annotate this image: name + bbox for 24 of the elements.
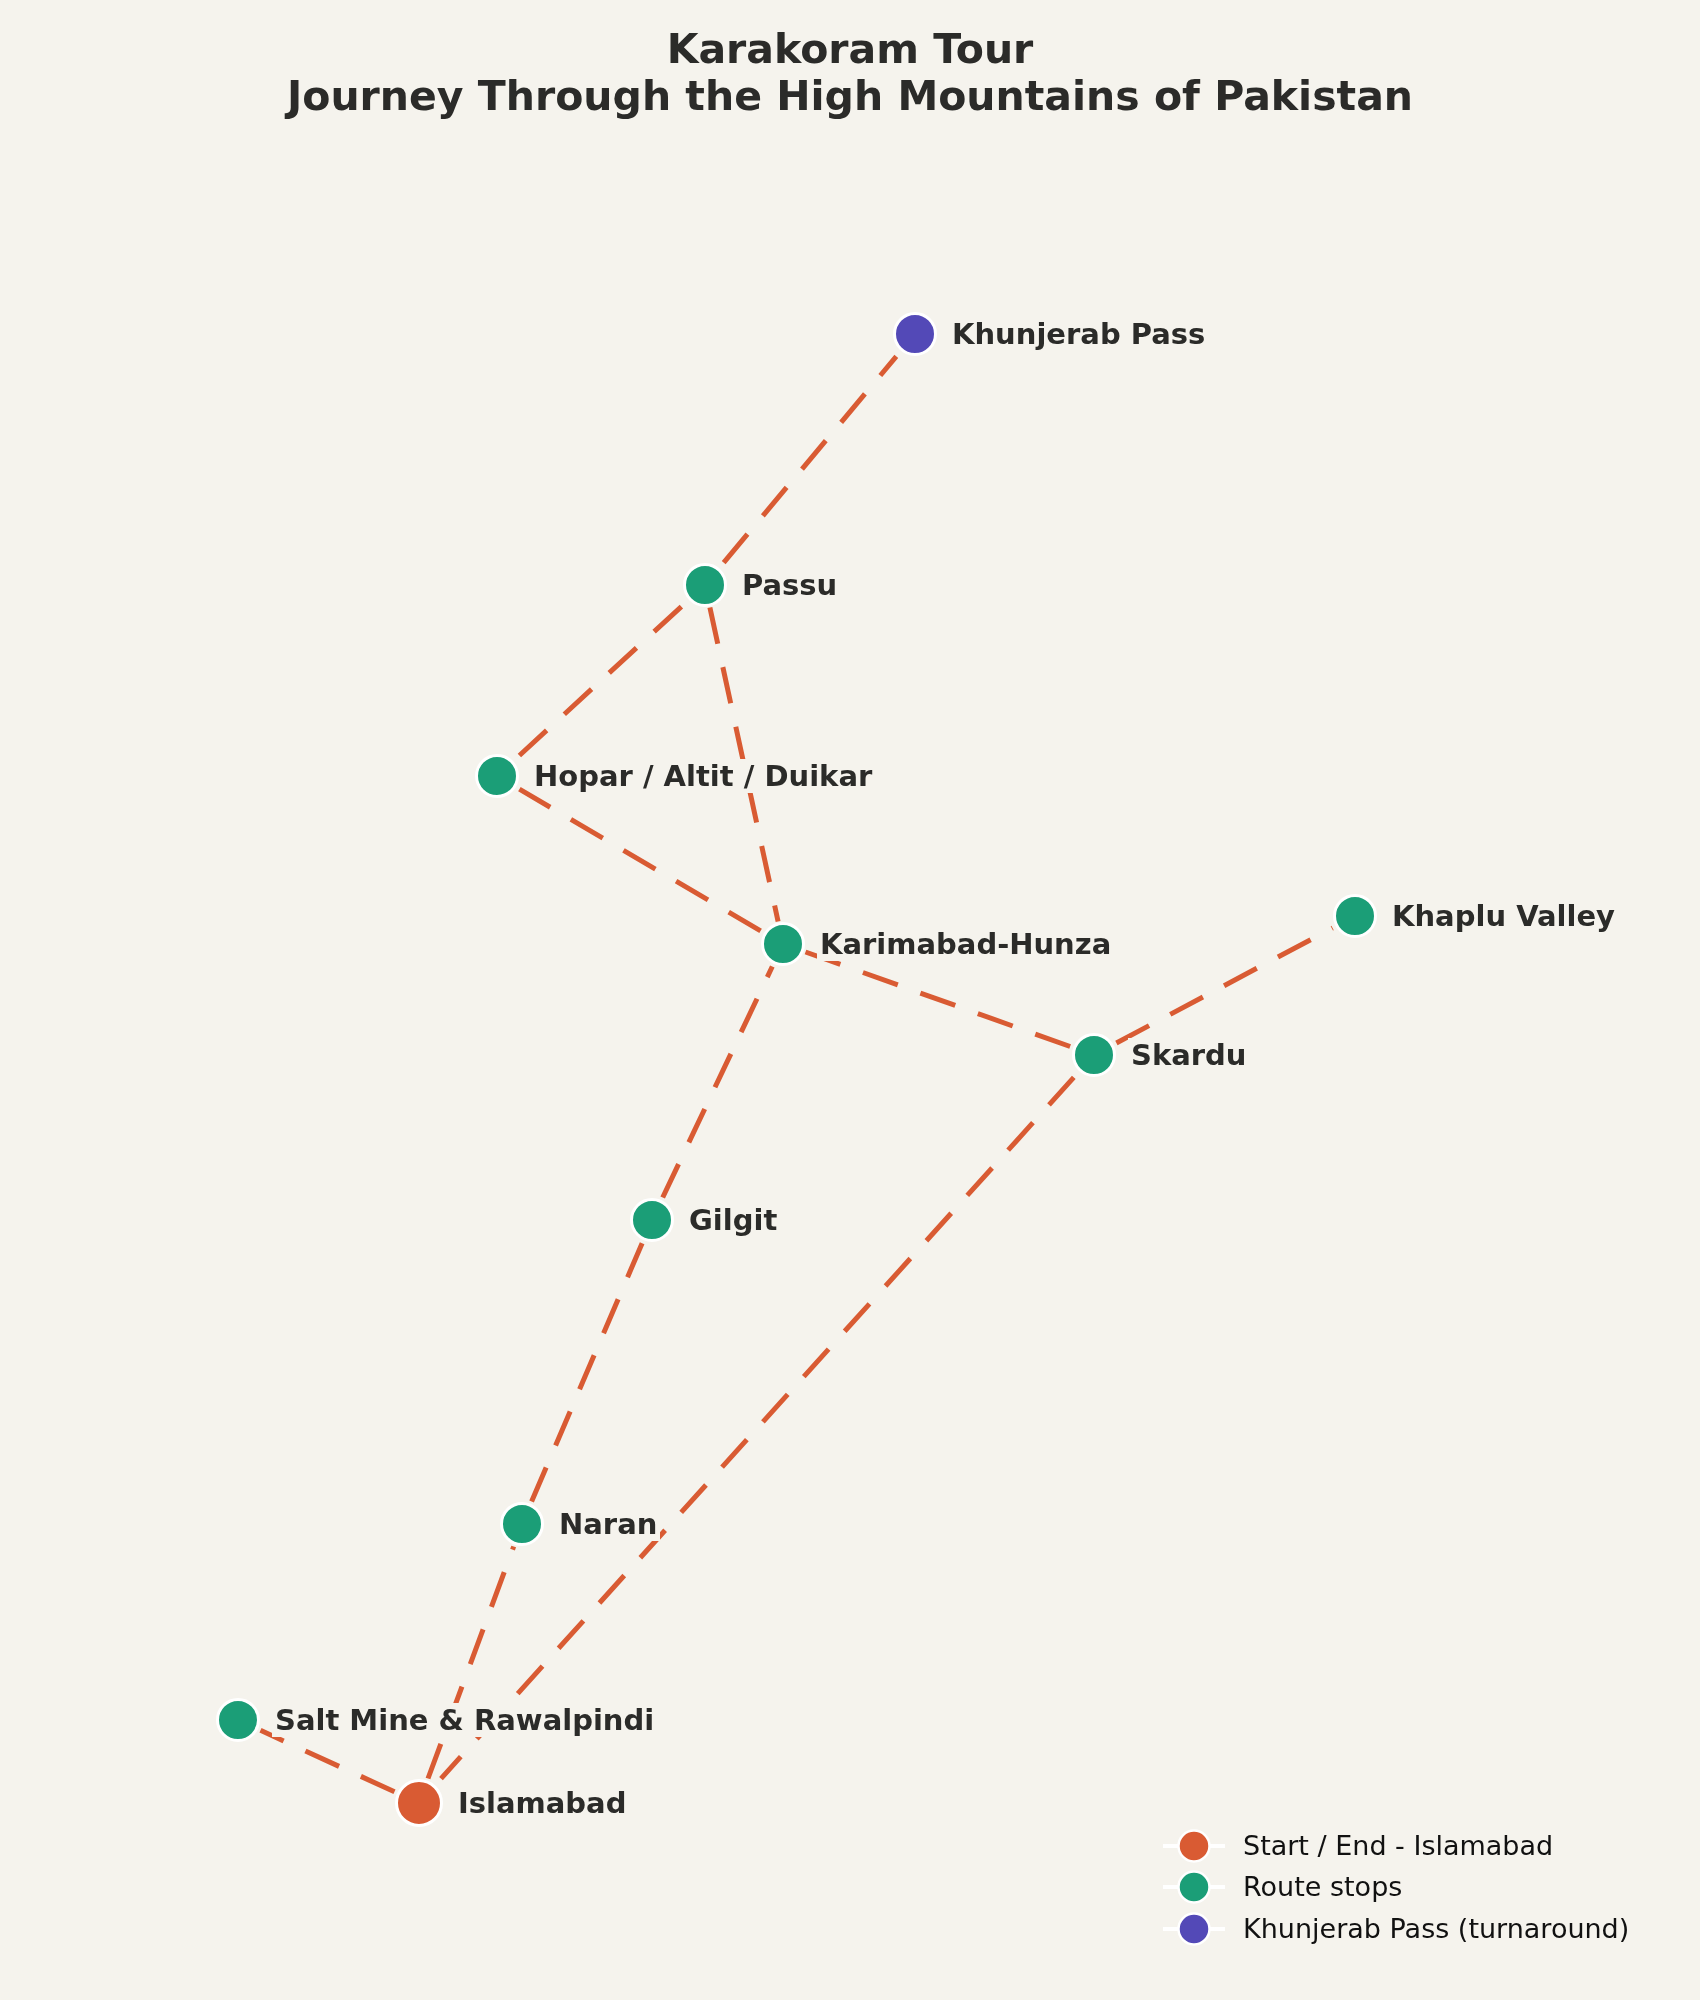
stop-marker (500, 1502, 544, 1546)
route-line (518, 787, 762, 933)
route-line (517, 603, 685, 758)
route-line (804, 949, 1073, 1050)
stop-marker (683, 563, 727, 607)
route-line (1115, 925, 1334, 1046)
legend-label: Start / End - Islamabad (1243, 1830, 1554, 1862)
route-line (721, 354, 899, 565)
stop-marker (1333, 894, 1377, 938)
route-line (439, 1075, 1076, 1781)
stop-marker (893, 312, 937, 356)
stop-marker (630, 1198, 674, 1242)
stop-marker (1072, 1033, 1116, 1077)
route-line (259, 1728, 396, 1795)
route-line (660, 965, 775, 1199)
stop-marker (475, 754, 519, 798)
legend-label: Route stops (1243, 1871, 1403, 1903)
route-line (529, 1241, 645, 1503)
route-line (707, 606, 781, 923)
stop-marker (761, 922, 805, 966)
title: Karakoram Tour (666, 25, 1034, 73)
stop-marker (395, 1779, 443, 1827)
stop-marker (216, 1698, 260, 1742)
legend-label: Khunjerab Pass (turnaround) (1243, 1913, 1630, 1945)
